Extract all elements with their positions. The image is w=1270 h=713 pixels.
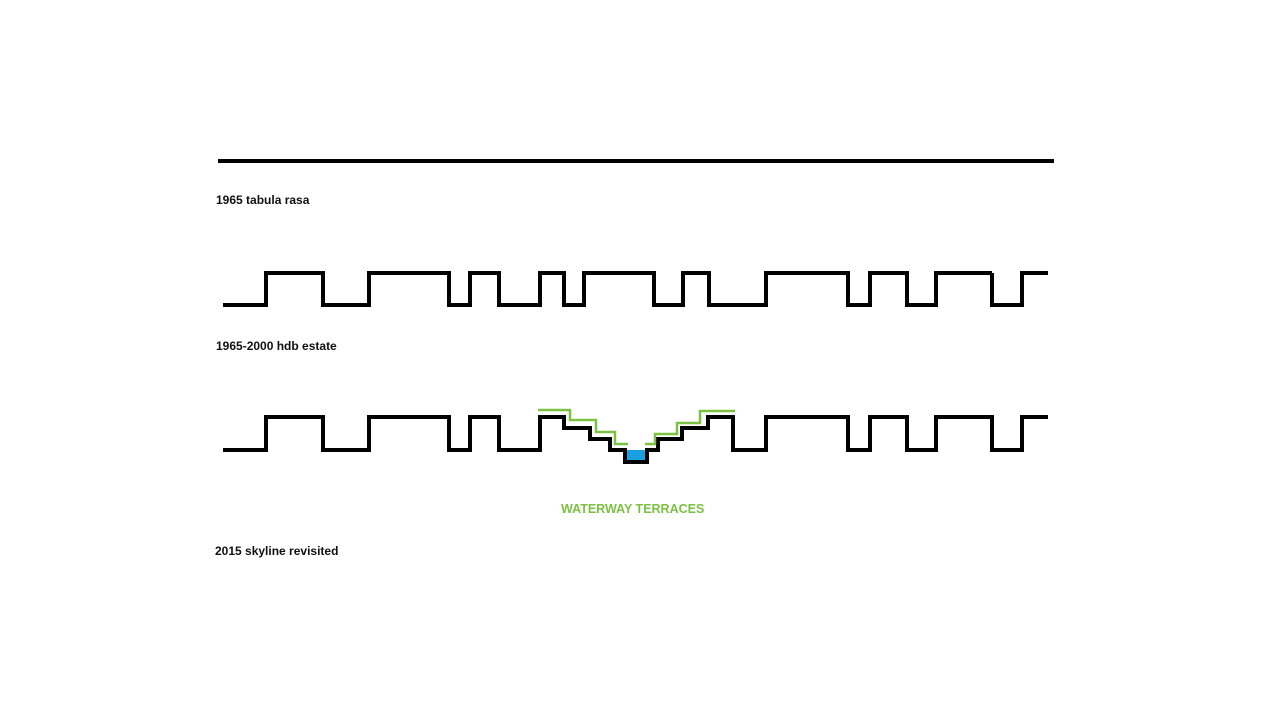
waterway-terraces-label: WATERWAY TERRACES — [561, 502, 705, 516]
stage-label-hdb-estate: 1965-2000 hdb estate — [216, 339, 337, 353]
waterway-terraces-line — [538, 408, 628, 446]
hdb-estate-skyline-tail — [990, 271, 1048, 307]
stage-label-skyline-revisited: 2015 skyline revisited — [215, 544, 339, 558]
stage-label-tabula-rasa: 1965 tabula rasa — [216, 193, 310, 207]
waterway — [626, 450, 647, 460]
revisited-skyline — [223, 415, 1048, 464]
waterway-terraces-line-right — [645, 409, 735, 446]
hdb-estate-skyline — [223, 271, 992, 307]
